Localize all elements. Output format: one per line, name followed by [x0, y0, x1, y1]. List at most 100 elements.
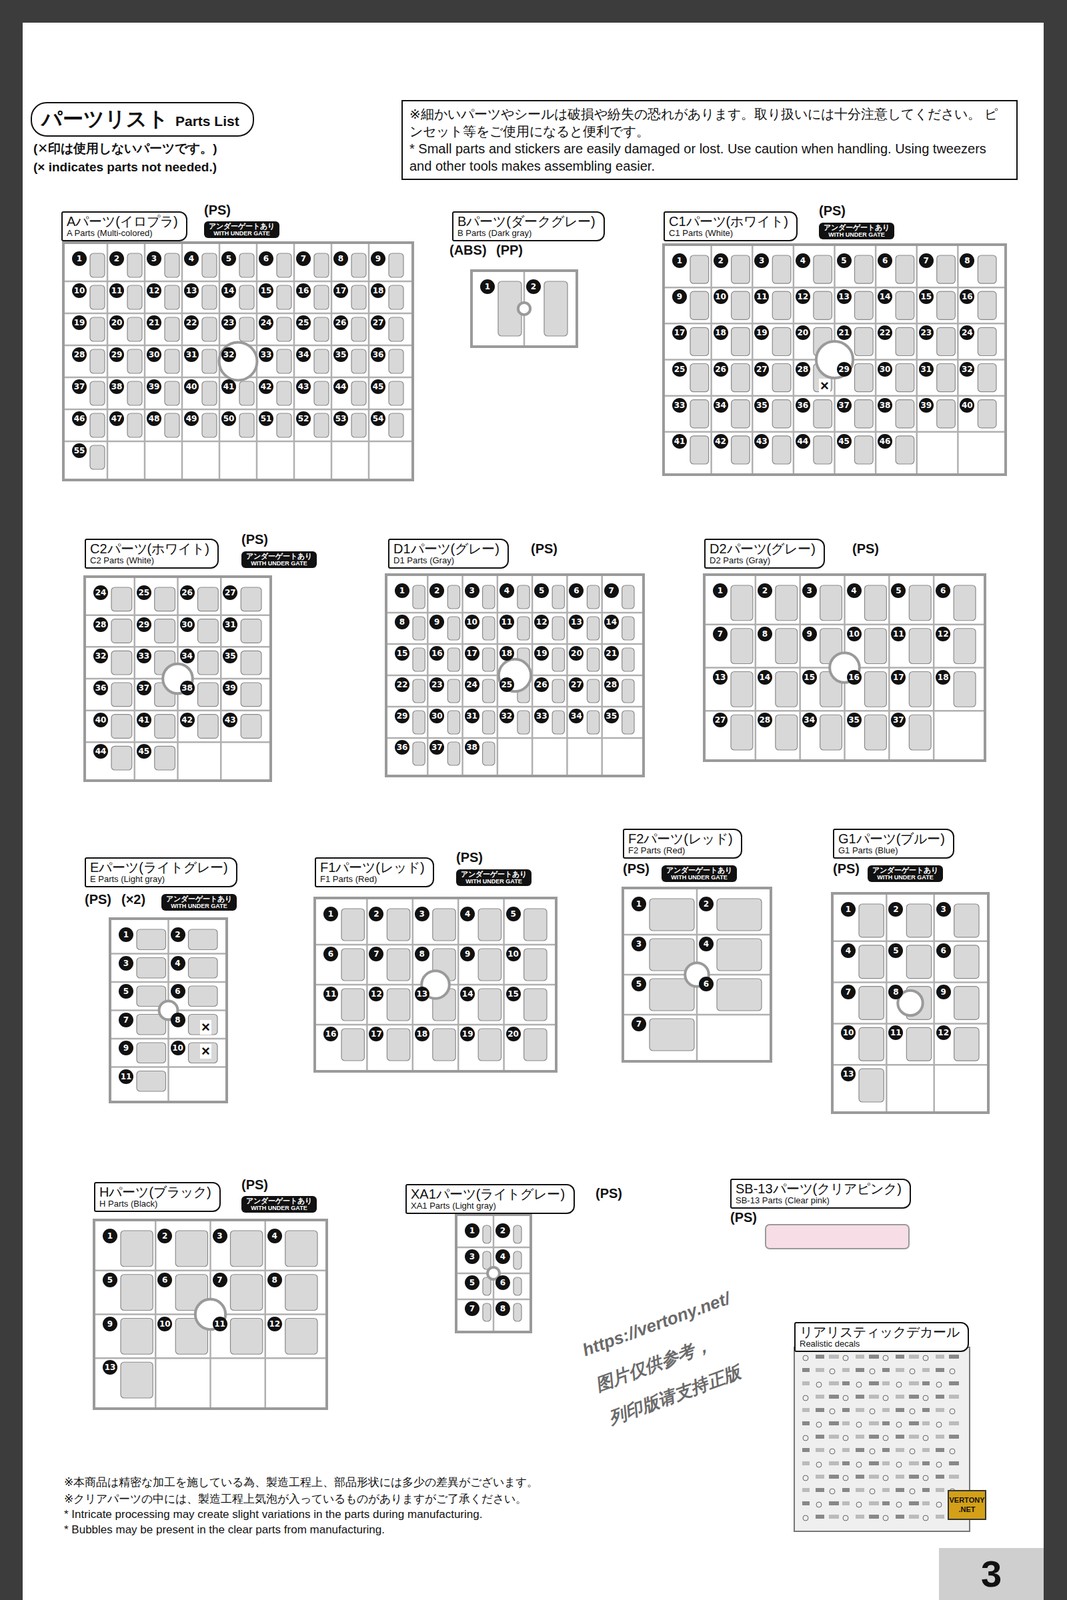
callout-number: 30 — [146, 347, 162, 363]
callout-number: 5 — [534, 583, 549, 599]
runner-bar — [832, 981, 989, 984]
part-shape — [731, 291, 751, 320]
callout-number: 28 — [604, 677, 619, 693]
decal-mark — [882, 1488, 890, 1493]
callout-number: 45 — [370, 379, 386, 395]
decal-mark — [829, 1489, 835, 1495]
part-shape — [908, 585, 931, 621]
part-shape — [432, 1028, 456, 1061]
decal-mark — [828, 1435, 839, 1440]
part-shape — [854, 364, 874, 393]
part-shape — [127, 317, 143, 342]
decal-mark — [948, 1381, 959, 1386]
part-shape — [731, 364, 751, 393]
runner-frame — [622, 888, 771, 1062]
part-shape — [198, 650, 219, 675]
part-shape — [478, 948, 501, 981]
part-shape — [111, 682, 133, 707]
callout-number: 33 — [672, 398, 687, 413]
part-shape — [120, 1231, 153, 1268]
callout-number: 1 — [672, 253, 687, 269]
part-shape — [188, 1014, 219, 1036]
callout-number: 6 — [568, 583, 584, 599]
part-shape — [731, 255, 751, 284]
runner-bar — [792, 244, 795, 475]
part-shape — [775, 714, 798, 751]
material-code: (PS) — [204, 202, 231, 219]
part-shape — [230, 1275, 263, 1312]
runner-sprue — [622, 888, 771, 1062]
callout-number: 8 — [394, 614, 410, 630]
callout-number: 31 — [464, 708, 480, 724]
node-text: パーツリスト — [41, 105, 169, 134]
decal-mark — [882, 1475, 889, 1482]
callout-number: 37 — [836, 398, 852, 413]
callout-number: 32 — [499, 708, 515, 724]
part-shape — [164, 317, 180, 342]
runner-bar — [832, 940, 989, 943]
callout-number: 18 — [370, 283, 386, 299]
callout-number: 13 — [840, 1067, 856, 1082]
part-shape — [314, 317, 329, 342]
callout-number: 21 — [836, 325, 852, 341]
decal-mark — [868, 1381, 879, 1386]
decal-mark — [828, 1461, 839, 1466]
callout-number: 2 — [713, 253, 729, 269]
callout-number: 1 — [323, 906, 339, 922]
node-text: アンダーゲートあり — [665, 866, 733, 875]
callout-number: 10 — [72, 283, 87, 299]
part-shape — [386, 988, 410, 1021]
part-shape — [482, 1277, 491, 1296]
callout-number: 35 — [222, 648, 238, 664]
part-shape — [895, 255, 915, 284]
part-shape — [954, 904, 979, 938]
part-shape — [690, 327, 709, 356]
runner-header: C2パーツ(ホワイト)C2 Parts (White) — [84, 538, 219, 569]
decal-mark — [816, 1502, 822, 1508]
decal-mark — [855, 1448, 865, 1453]
decal-mark — [909, 1489, 915, 1495]
node-text: WITH UNDER GATE — [460, 878, 528, 885]
runner-sprue — [704, 574, 985, 761]
callout-number: 2 — [170, 927, 186, 943]
runner-bar — [314, 944, 557, 947]
node-text: アンダーゲートあり — [822, 224, 891, 233]
decal-mark — [948, 1421, 959, 1426]
callout-number: 34 — [713, 398, 729, 413]
callout-number: 3 — [212, 1229, 228, 1244]
part-shape — [447, 679, 460, 703]
runner-bar — [754, 574, 757, 761]
callout-number: 42 — [258, 379, 274, 395]
callout-number: 49 — [184, 411, 199, 427]
callout-number: 8 — [414, 946, 430, 962]
runner-bar — [314, 1024, 557, 1027]
callout-number: 2 — [429, 583, 445, 599]
part-shape — [772, 364, 791, 393]
part-shape — [482, 648, 495, 672]
callout-number: 24 — [464, 677, 480, 693]
decal-mark — [908, 1501, 919, 1506]
callout-number: 30 — [429, 708, 445, 724]
callout-number: 1 — [72, 251, 87, 267]
runner-bar — [832, 1022, 989, 1025]
decal-mark — [882, 1395, 889, 1402]
footnote: ※本商品は精密な加工を施している為、製造工程上、部品形状には多少の差異がございま… — [64, 1475, 539, 1491]
callout-number: 19 — [754, 325, 769, 341]
callout-number: 37 — [72, 379, 87, 395]
callout-number: 14 — [757, 670, 773, 685]
decal-mark — [922, 1395, 929, 1402]
callout-number: 13 — [184, 283, 199, 299]
part-shape — [622, 585, 635, 609]
callout-number: 5 — [836, 253, 852, 269]
part-shape — [188, 929, 219, 951]
callout-number: 30 — [180, 617, 195, 633]
part-shape — [239, 381, 255, 406]
gate-ring — [498, 659, 531, 692]
part-shape — [388, 285, 404, 310]
part-shape — [622, 710, 635, 735]
callout-number: 5 — [221, 251, 237, 267]
callout-number: 8 — [495, 1301, 511, 1317]
decal-mark — [922, 1435, 929, 1442]
part-shape — [412, 710, 425, 735]
callout-number: 10 — [713, 289, 729, 305]
